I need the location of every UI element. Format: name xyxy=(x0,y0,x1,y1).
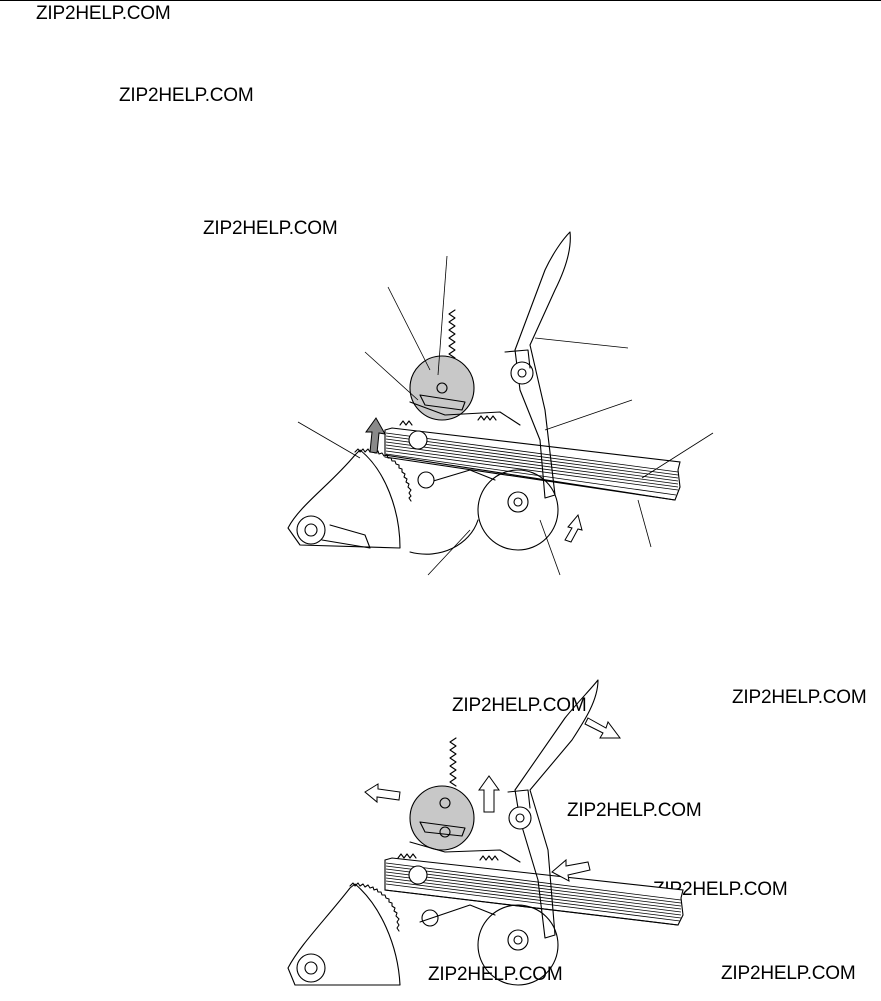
watermark: ZIP2HELP.COM xyxy=(119,85,254,106)
callout-lines xyxy=(297,255,714,576)
pickup-roller xyxy=(399,309,521,450)
watermark: ZIP2HELP.COM xyxy=(721,963,856,984)
paper-stack xyxy=(384,857,684,926)
down-right-arrow-icon xyxy=(584,717,621,739)
figure-bottom xyxy=(287,679,684,986)
sector-gear xyxy=(287,882,401,986)
sector-gear xyxy=(287,448,412,549)
header-rule xyxy=(0,0,881,1)
watermark: ZIP2HELP.COM xyxy=(653,879,788,900)
paper-stack xyxy=(384,427,681,501)
left-arrow-icon xyxy=(551,858,591,882)
watermark: ZIP2HELP.COM xyxy=(203,218,338,239)
watermark: ZIP2HELP.COM xyxy=(732,687,867,708)
figure-top xyxy=(287,231,714,576)
rotate-arrow-icon xyxy=(564,513,583,543)
left-arrow-icon xyxy=(364,783,401,804)
up-arrow-icon xyxy=(365,417,386,454)
watermark: ZIP2HELP.COM xyxy=(567,800,702,821)
watermark: ZIP2HELP.COM xyxy=(452,695,587,716)
feed-roller xyxy=(409,469,559,555)
watermark: ZIP2HELP.COM xyxy=(36,3,171,24)
release-lever xyxy=(507,679,599,939)
up-arrow-icon xyxy=(478,775,500,813)
release-lever xyxy=(504,231,571,499)
pickup-roller xyxy=(397,737,521,885)
feed-roller xyxy=(419,904,559,986)
watermark: ZIP2HELP.COM xyxy=(428,964,563,985)
